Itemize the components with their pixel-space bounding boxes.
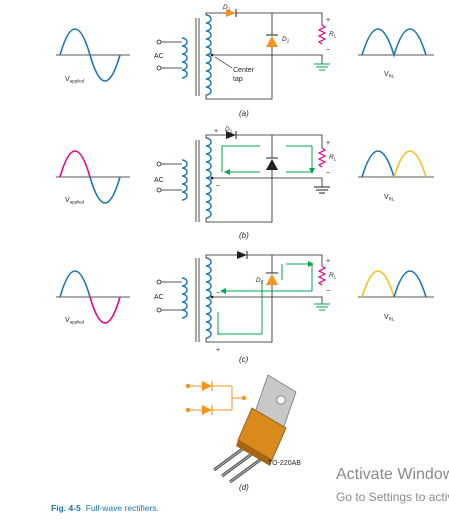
rl-label: R	[329, 272, 334, 279]
panel-b-label: (b)	[239, 231, 249, 240]
center-tap-minus: −	[216, 290, 220, 297]
ac-terminal-bottom	[156, 65, 162, 71]
panel-d-label: (d)	[239, 483, 249, 492]
svg-text:VRL: VRL	[384, 71, 395, 79]
svg-text:VRL: VRL	[384, 194, 395, 202]
d1-label: D	[225, 126, 230, 133]
rl-minus: −	[326, 288, 330, 295]
d1-label: D	[223, 4, 228, 11]
svg-text:VRL: VRL	[384, 314, 395, 322]
panel-d: TO-220AB (d)	[185, 374, 301, 492]
figure-number: Fig. 4-5	[51, 503, 81, 513]
d2-label: D	[282, 36, 287, 43]
mounting-hole	[276, 395, 286, 405]
primary-coil	[181, 159, 188, 201]
ac-label: AC	[154, 294, 164, 301]
secondary-coil	[205, 257, 212, 339]
current-flow-path	[222, 145, 312, 172]
secondary-plus: +	[216, 347, 220, 354]
secondary-coil	[205, 137, 212, 219]
load-resistor-rl	[317, 24, 327, 45]
rl-sub: L	[334, 275, 337, 280]
panel-b: Vapplied AC D1 + − RL + −	[56, 126, 434, 240]
svg-text:Vapplied: Vapplied	[65, 317, 85, 325]
rl-plus: +	[326, 140, 330, 147]
activate-windows-title: Activate Windows	[336, 466, 449, 483]
svg-text:D1: D1	[225, 126, 233, 134]
d2-sub: 2	[286, 39, 290, 44]
primary-coil	[181, 37, 188, 79]
secondary-plus: +	[214, 128, 218, 135]
rl-minus: −	[326, 170, 330, 177]
rl-sub: L	[334, 157, 337, 162]
center-tap-minus: −	[216, 183, 220, 190]
diode-d2	[266, 157, 278, 170]
d1-sub: 1	[230, 129, 233, 134]
diode-d2	[266, 34, 278, 47]
panel-a-label: (a)	[239, 109, 249, 118]
ac-label: AC	[154, 53, 164, 60]
v-rl-sub: RL	[389, 317, 395, 322]
center-tap-label-1: Center	[233, 67, 255, 74]
rl-label: R	[329, 154, 334, 161]
diode-d1	[237, 251, 248, 259]
current-flow-path	[217, 264, 312, 335]
load-resistor-rl	[317, 147, 327, 168]
v-applied-label: V	[65, 197, 70, 204]
rl-plus: +	[326, 258, 330, 265]
v-applied-label: V	[65, 76, 70, 83]
svg-text:D2: D2	[256, 277, 264, 285]
svg-text:RL: RL	[329, 31, 337, 39]
center-tap-label-2: tap	[233, 76, 243, 83]
diode-d1	[226, 9, 237, 17]
rl-plus: +	[326, 17, 330, 24]
input-sine-wave	[59, 270, 91, 298]
output-rectified-wave	[361, 28, 427, 58]
d1-sub: 1	[228, 7, 231, 12]
ground-symbol	[314, 186, 330, 194]
d2-label: D	[256, 277, 261, 284]
svg-text:D1: D1	[223, 4, 231, 12]
svg-text:Vapplied: Vapplied	[65, 197, 85, 205]
svg-text:RL: RL	[329, 272, 337, 280]
input-sine-wave	[59, 28, 121, 82]
v-rl-label: V	[384, 314, 389, 321]
primary-coil	[181, 277, 188, 319]
panel-c: Vapplied AC D2 − + RL + −	[56, 251, 434, 364]
diode-d1	[226, 131, 237, 139]
activate-windows-subtitle: Go to Settings to activate Windows.	[336, 490, 449, 504]
dual-diode-symbol	[185, 381, 247, 415]
ground-symbol	[314, 63, 330, 71]
rl-label: R	[329, 31, 334, 38]
panel-c-label: (c)	[239, 355, 249, 364]
ground-symbol	[314, 303, 330, 311]
v-rl-label: V	[384, 71, 389, 78]
secondary-coil	[205, 14, 212, 96]
rl-sub: L	[334, 34, 337, 39]
output-rectified-wave	[361, 270, 395, 298]
svg-text:D2: D2	[282, 36, 290, 44]
figure-caption: Fig. 4-5 Full-wave rectifiers.	[51, 503, 159, 513]
ac-terminal-top	[156, 39, 162, 45]
package-label: TO-220AB	[268, 460, 301, 467]
svg-text:RL: RL	[329, 154, 337, 162]
load-resistor-rl	[317, 265, 327, 286]
svg-text:Vapplied: Vapplied	[65, 76, 85, 84]
diode-d2	[266, 272, 278, 285]
v-applied-sub: applied	[70, 320, 85, 325]
ac-label: AC	[154, 177, 164, 184]
input-sine-wave	[59, 150, 91, 178]
output-rectified-wave	[361, 150, 395, 178]
v-rl-sub: RL	[389, 197, 395, 202]
rl-minus: −	[326, 47, 330, 54]
to220-package	[213, 374, 297, 484]
v-rl-label: V	[384, 194, 389, 201]
v-applied-sub: applied	[70, 79, 85, 84]
panel-a: Vapplied AC D1 D2 RL + −	[56, 4, 434, 118]
v-applied-sub: applied	[70, 200, 85, 205]
figure-caption-text: Full-wave rectifiers.	[85, 503, 159, 513]
v-applied-label: V	[65, 317, 70, 324]
v-rl-sub: RL	[389, 74, 395, 79]
